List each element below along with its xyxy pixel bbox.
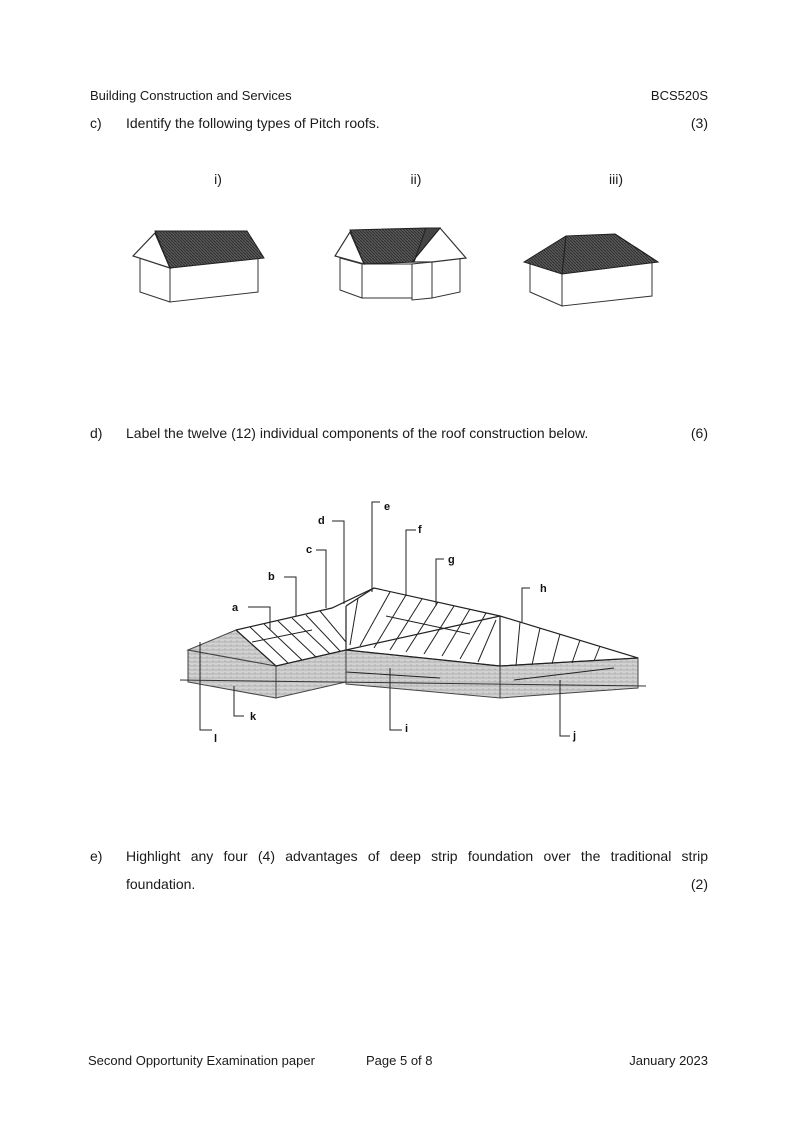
roof-label-i: i) xyxy=(214,171,222,187)
component-label-i: i xyxy=(405,723,408,735)
component-label-a: a xyxy=(232,602,239,614)
component-label-l: l xyxy=(214,733,217,745)
question-e-line1: Highlight any four (4) advantages of dee… xyxy=(126,848,708,864)
footer-page-number: Page 5 of 8 xyxy=(366,1053,433,1068)
question-d-text: Label the twelve (12) individual compone… xyxy=(126,425,589,441)
rafters-hip xyxy=(515,621,601,667)
roof-label-ii: ii) xyxy=(410,171,422,187)
pitch-roof-figures xyxy=(131,227,660,307)
question-c-letter: c) xyxy=(90,115,102,131)
component-label-e: e xyxy=(384,501,390,513)
question-e-letter: e) xyxy=(90,848,103,864)
roof-construction-diagram: a b c d e f g h i j k l xyxy=(179,501,647,745)
question-c-text: Identify the following types of Pitch ro… xyxy=(126,115,380,131)
roof-label-iii: iii) xyxy=(609,171,623,187)
hip-roof-drawing xyxy=(522,233,660,307)
footer-date: January 2023 xyxy=(629,1053,708,1068)
label-leader-lines xyxy=(199,501,570,737)
question-d-marks: (6) xyxy=(690,425,708,441)
rafters-main xyxy=(349,591,497,663)
footer-exam-type: Second Opportunity Examination paper xyxy=(88,1053,315,1068)
component-label-k: k xyxy=(250,711,257,723)
component-label-b: b xyxy=(268,571,275,583)
question-e-line2: foundation. xyxy=(126,876,196,892)
question-c-marks: (3) xyxy=(690,115,708,131)
component-letter-labels: a b c d e f g h i j k l xyxy=(214,501,576,745)
course-code: BCS520S xyxy=(650,88,708,103)
question-d-letter: d) xyxy=(90,425,103,441)
component-label-h: h xyxy=(540,583,547,595)
component-label-f: f xyxy=(418,524,422,536)
question-e-marks: (2) xyxy=(690,876,708,892)
component-label-j: j xyxy=(572,730,576,742)
component-label-g: g xyxy=(448,554,455,566)
component-label-c: c xyxy=(306,544,312,556)
roof-outline xyxy=(235,587,639,667)
component-label-d: d xyxy=(318,515,325,527)
cross-gable-roof-drawing xyxy=(334,227,468,301)
course-title: Building Construction and Services xyxy=(90,88,292,103)
gable-roof-drawing xyxy=(131,230,265,303)
dimension-arrows xyxy=(251,615,615,681)
